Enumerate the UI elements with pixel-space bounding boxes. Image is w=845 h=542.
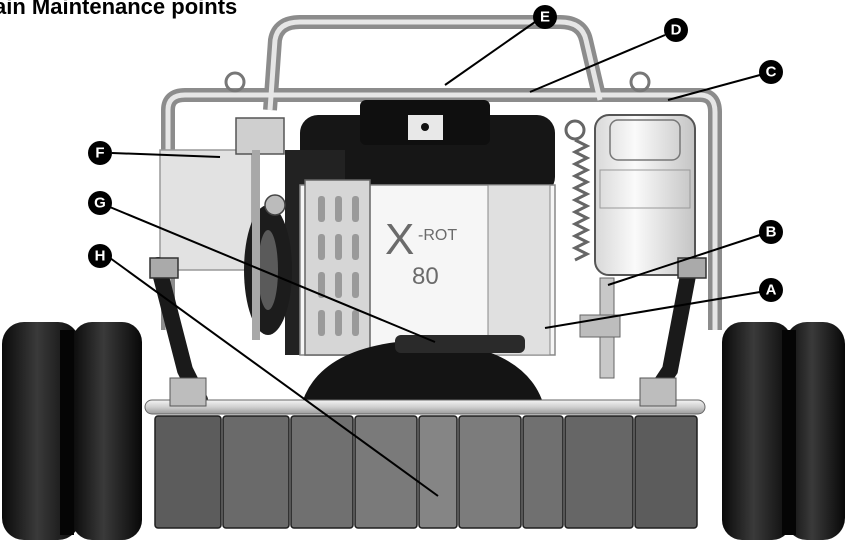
fuel-tank	[594, 114, 696, 276]
front-bar	[144, 399, 706, 415]
belt-drive	[235, 117, 292, 340]
svg-text:C: C	[766, 64, 777, 81]
callout-B: B	[759, 220, 783, 244]
svg-text:E: E	[540, 9, 550, 26]
model-number: 80	[412, 263, 439, 290]
svg-text:A: A	[766, 282, 777, 299]
left-wheel	[2, 322, 142, 540]
callout-A: A	[759, 278, 783, 302]
svg-text:D: D	[671, 22, 682, 39]
svg-text:B: B	[766, 224, 777, 241]
callout-G: G	[88, 191, 112, 215]
svg-text:H: H	[95, 248, 106, 265]
callout-F: F	[88, 141, 112, 165]
svg-text:F: F	[95, 145, 104, 162]
svg-text:G: G	[94, 195, 106, 212]
leader-lines	[104, 21, 761, 497]
page-title: ain Maintenance points	[0, 0, 238, 19]
callout-E: E	[533, 5, 557, 29]
front-flaps	[154, 415, 698, 529]
spring	[571, 138, 591, 262]
brand-text: -ROT	[418, 227, 457, 244]
side-panel	[159, 149, 253, 271]
callout-H: H	[88, 244, 112, 268]
callout-C: C	[759, 60, 783, 84]
blade-housing	[300, 340, 545, 410]
right-wheel	[722, 322, 845, 540]
slotted-guard	[304, 179, 371, 356]
brand-mark: X	[385, 215, 414, 264]
callout-D: D	[664, 18, 688, 42]
